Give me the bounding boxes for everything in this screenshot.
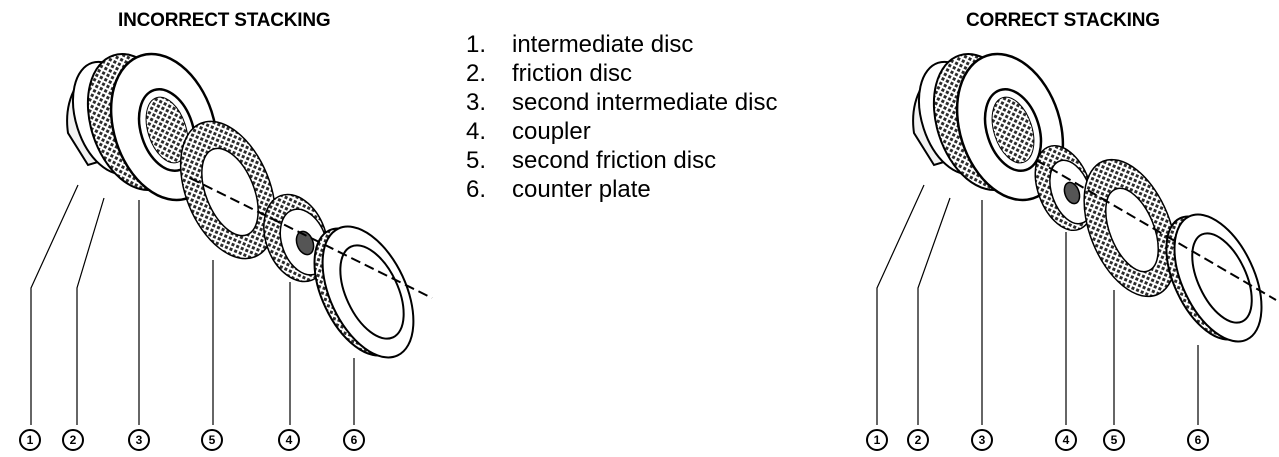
callout-4: 4 <box>278 429 300 451</box>
svg-text:6: 6 <box>351 433 358 447</box>
legend-item: 5.second friction disc <box>466 147 717 174</box>
callout-numbers: 1 2 3 4 5 6 <box>866 429 1209 451</box>
incorrect-stacking-title: INCORRECT STACKING <box>118 10 331 31</box>
legend-item: 3.second intermediate disc <box>466 89 778 116</box>
callout-2: 2 <box>62 429 84 451</box>
svg-text:5: 5 <box>209 433 216 447</box>
incorrect-stacking-diagram: 1 2 3 5 4 6 <box>19 52 433 451</box>
callout-numbers: 1 2 3 5 4 6 <box>19 429 365 451</box>
svg-text:6: 6 <box>1195 433 1202 447</box>
svg-text:1: 1 <box>874 433 881 447</box>
correct-stacking-diagram: 1 2 3 4 5 6 <box>866 52 1277 451</box>
counter-plate-part <box>313 225 415 359</box>
legend-item: 6.counter plate <box>466 176 651 203</box>
svg-text:2: 2 <box>915 433 922 447</box>
parts-legend: 1.intermediate disc 2.friction disc 3.se… <box>466 30 777 204</box>
centre-axis <box>1035 159 1277 301</box>
legend-label: counter plate <box>512 176 651 203</box>
legend-label: coupler <box>512 118 591 145</box>
centre-axis <box>189 177 433 299</box>
callout-6: 6 <box>343 429 365 451</box>
legend-label: second intermediate disc <box>512 89 778 116</box>
svg-text:5: 5 <box>1111 433 1118 447</box>
legend-item: 4.coupler <box>466 118 591 145</box>
callout-3: 3 <box>128 429 150 451</box>
legend-label: intermediate disc <box>512 31 694 58</box>
legend-item: 2.friction disc <box>466 60 633 87</box>
second-friction-disc-part <box>179 120 277 260</box>
svg-text:3: 3 <box>136 433 143 447</box>
svg-text:3: 3 <box>979 433 986 447</box>
legend-label: second friction disc <box>512 147 717 174</box>
correct-stacking-title: CORRECT STACKING <box>966 10 1160 31</box>
svg-text:4: 4 <box>286 433 293 447</box>
callout-1: 1 <box>19 429 41 451</box>
leader-lines <box>30 184 355 425</box>
leader-lines <box>876 184 1199 425</box>
second-friction-disc-part <box>1083 158 1177 298</box>
callout-1: 1 <box>866 429 888 451</box>
callout-5: 5 <box>201 429 223 451</box>
svg-text:2: 2 <box>70 433 77 447</box>
callout-5: 5 <box>1103 429 1125 451</box>
svg-text:4: 4 <box>1063 433 1070 447</box>
callout-6: 6 <box>1187 429 1209 451</box>
legend-item: 1.intermediate disc <box>466 31 694 58</box>
svg-text:1: 1 <box>27 433 34 447</box>
callout-4: 4 <box>1055 429 1077 451</box>
callout-2: 2 <box>907 429 929 451</box>
legend-label: friction disc <box>512 60 633 87</box>
callout-3: 3 <box>971 429 993 451</box>
